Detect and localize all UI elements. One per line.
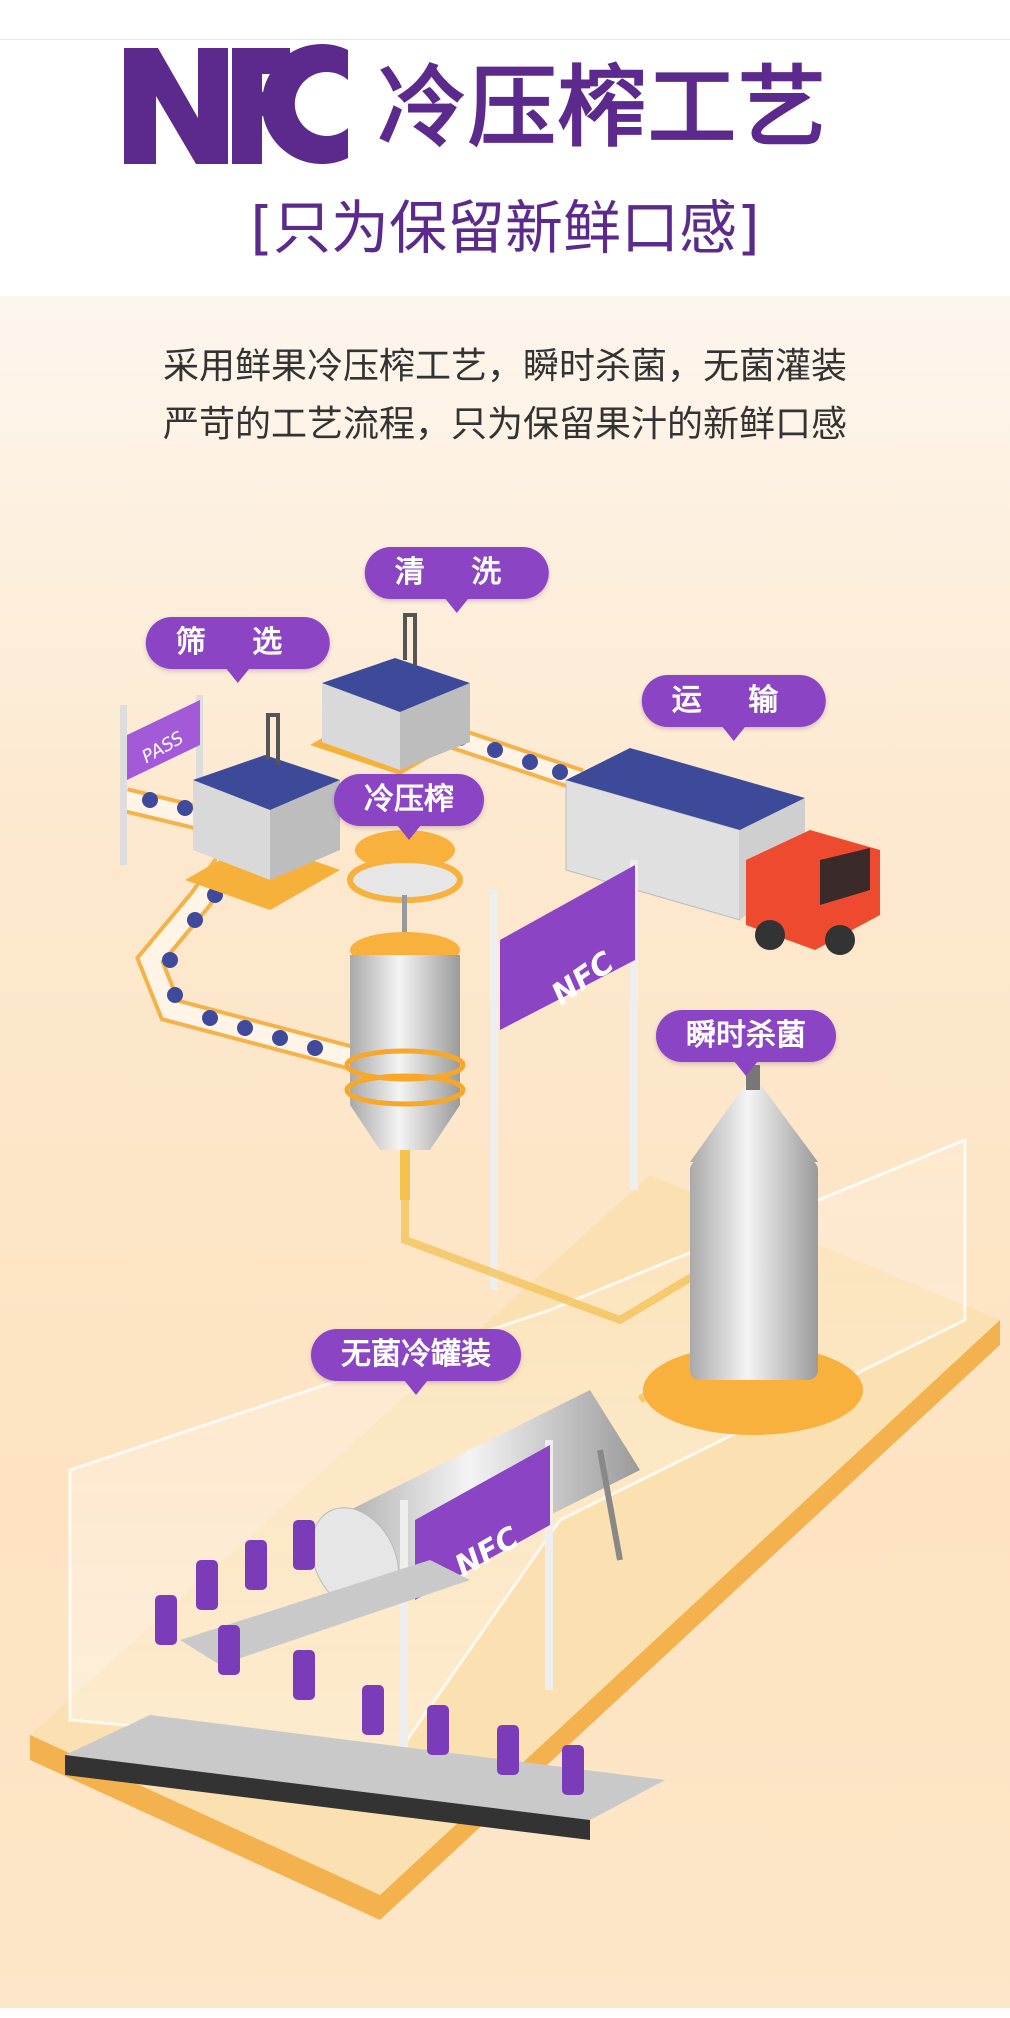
washing-machine bbox=[310, 613, 470, 775]
step-label-press: 冷压榨 bbox=[334, 774, 484, 840]
sterilizer-tank bbox=[643, 1065, 863, 1435]
nfc-logo bbox=[124, 44, 348, 165]
description-line-2: 严苛的工艺流程，只为保留果汁的新鲜口感 bbox=[162, 404, 847, 445]
page-subtitle: [只为保留新鲜口感] bbox=[250, 194, 760, 262]
description: 采用鲜果冷压榨工艺，瞬时杀菌，无菌灌装 严苛的工艺流程，只为保留果汁的新鲜口感 bbox=[0, 338, 1010, 454]
top-divider bbox=[0, 39, 1010, 40]
step-label-transport: 运 输 bbox=[641, 675, 827, 741]
page-title: 冷压榨工艺 bbox=[378, 56, 829, 159]
pass-sign: PASS bbox=[120, 695, 203, 865]
cold-press bbox=[344, 830, 466, 1200]
step-label-fill: 无菌冷罐装 bbox=[311, 1329, 521, 1395]
juice-bottles bbox=[155, 1520, 584, 1795]
screening-machine bbox=[185, 713, 340, 910]
description-line-1: 采用鲜果冷压榨工艺，瞬时杀菌，无菌灌装 bbox=[162, 346, 847, 387]
step-label-sterilize: 瞬时杀菌 bbox=[656, 1010, 836, 1076]
step-label-screen: 筛 选 bbox=[145, 617, 331, 683]
step-label-wash: 清 洗 bbox=[364, 547, 550, 613]
truck bbox=[565, 748, 880, 955]
bottling-conveyor bbox=[65, 1560, 665, 1840]
